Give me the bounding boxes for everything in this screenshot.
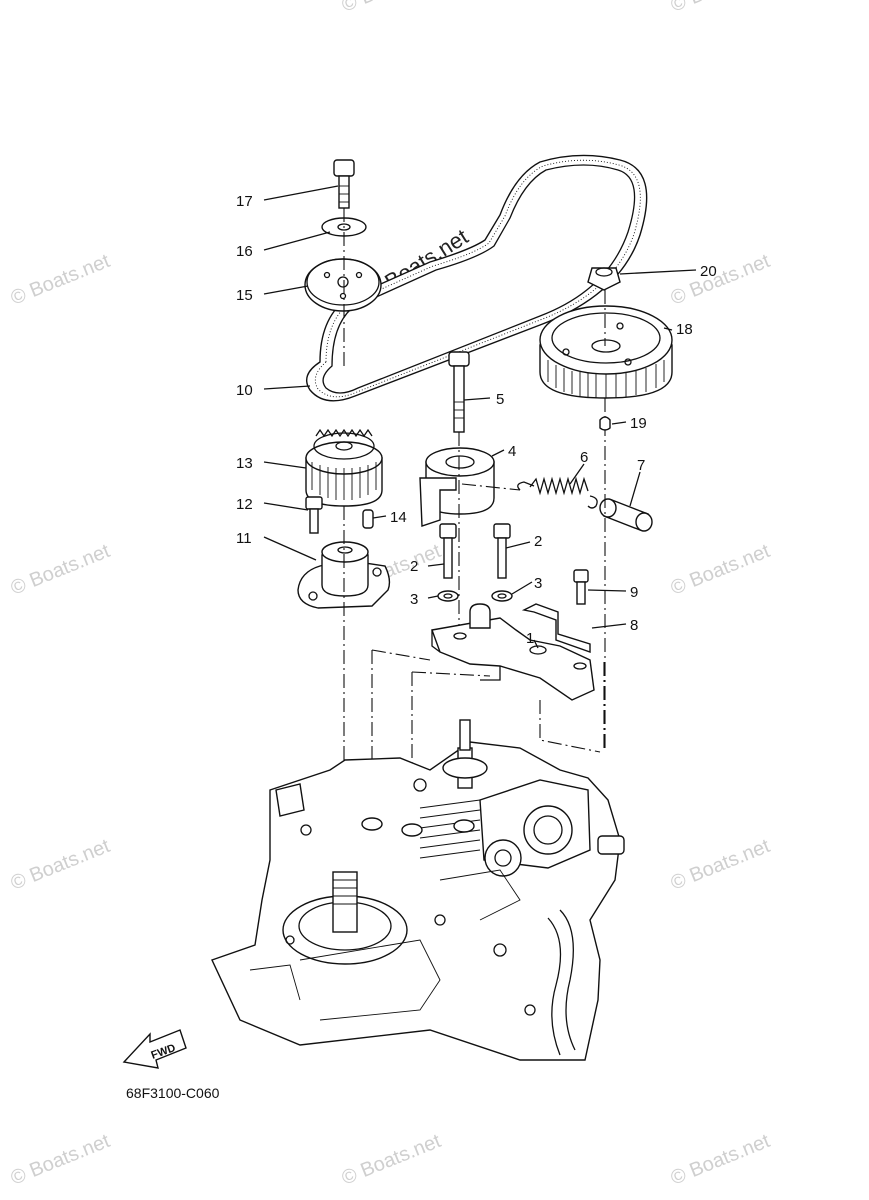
housing-11 [297,541,391,609]
bracket-8 [521,603,591,653]
bolt-9 [573,569,589,605]
callout-8: 8 [630,617,638,634]
callout-3-left: 3 [410,591,418,608]
callout-17: 17 [236,193,253,210]
callout-19: 19 [630,415,647,432]
bolt-2-right [493,523,511,579]
callout-15: 15 [236,287,253,304]
callout-2-left: 2 [410,558,418,575]
bolt-12 [305,496,323,534]
watermark: © Boats.net [8,250,114,310]
callout-9: 9 [630,584,638,601]
washer-3-left [437,590,459,602]
engine-block [211,719,625,1061]
callout-14: 14 [390,509,407,526]
bolt-2-left [439,523,457,579]
callout-1: 1 [526,630,534,647]
pin-14 [362,509,374,529]
callout-20: 20 [700,263,717,280]
watermark: © Boats.net [668,540,774,600]
callout-5: 5 [496,391,504,408]
callout-18: 18 [676,321,693,338]
bolt-17 [333,159,355,209]
watermark: © Boats.net [668,1130,774,1190]
nut-20 [587,267,621,291]
watermark: © Boats.net [339,1130,445,1190]
callout-3-right: 3 [534,575,542,592]
watermark: © Boats.net [8,1130,114,1190]
leader-lines [263,185,697,649]
callout-labels: 17 16 15 10 13 12 11 14 5 4 6 7 2 2 3 3 … [236,193,717,647]
tensioner-4 [419,447,495,527]
part-code: 68F3100-C060 [126,1085,220,1101]
lever-1 [431,603,595,701]
pulley-13 [305,428,383,507]
watermark: © Boats.net [8,835,114,895]
watermark: © Boats.net [668,835,774,895]
washer-3-right [491,590,513,602]
bushing-7 [599,498,653,532]
pulley-18 [539,305,673,399]
callout-10: 10 [236,382,253,399]
callout-2-right: 2 [534,533,542,550]
bolt-5 [448,351,470,433]
fwd-arrow: FWD [122,1029,187,1069]
callout-16: 16 [236,243,253,260]
watermark: © Boats.net [668,0,774,17]
callout-13: 13 [236,455,253,472]
callout-6: 6 [580,449,588,466]
callout-11: 11 [236,530,252,547]
plate-15 [304,258,382,312]
timing-belt [306,154,648,402]
watermark: © Boats.net [339,0,445,17]
spring-6 [517,476,598,509]
callout-7: 7 [637,457,645,474]
key-19 [599,416,611,431]
callout-12: 12 [236,496,253,513]
watermark: © Boats.net [8,540,114,600]
callout-4: 4 [508,443,516,460]
watermark: © Boats.net [668,250,774,310]
